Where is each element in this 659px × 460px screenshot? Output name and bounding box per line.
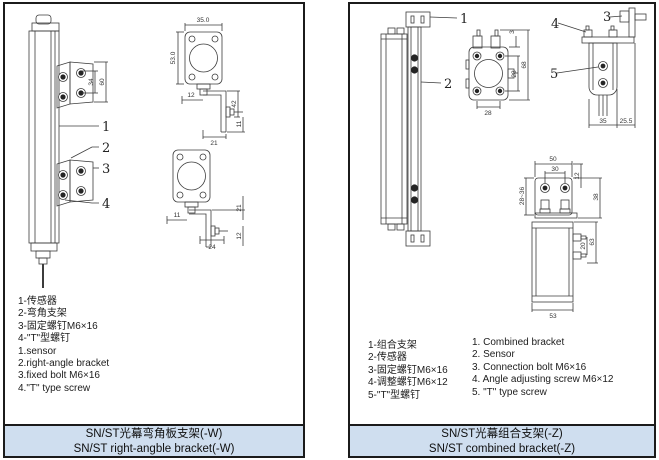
dim-20: 20 <box>580 242 587 250</box>
right-caption-bar: SN/ST光幕组合支架(-Z) SN/ST combined bracket(-… <box>350 424 654 456</box>
dim-11: 11 <box>236 120 243 127</box>
combined-bracket-side-view <box>581 7 647 116</box>
dim-42: 42 <box>231 100 238 108</box>
dim-b11: 11 <box>174 212 181 219</box>
sensor-bar <box>28 14 60 288</box>
mounted-view-dims <box>524 161 602 312</box>
dim-21: 21 <box>210 140 218 147</box>
part-label-3: 3 <box>102 162 110 177</box>
left-caption-en: SN/ST right-angble bracket(-W) <box>73 442 235 455</box>
dim-b12: 12 <box>236 232 243 240</box>
front-view-dims <box>476 29 530 109</box>
right-caption-cn: SN/ST光幕组合支架(-Z) <box>441 428 563 440</box>
lower-right-angle-bracket <box>56 159 94 207</box>
dim-38: 38 <box>593 193 600 201</box>
legend-line: 2-传感器 <box>368 352 407 364</box>
legend-line: 5-"T"型螺钉 <box>368 389 421 401</box>
legend-line: 1.sensor <box>18 345 57 357</box>
legend-line: 4-调整螺钉M6×12 <box>368 377 448 389</box>
legend-line: 1-组合支架 <box>368 340 417 351</box>
right-caption-en: SN/ST combined bracket(-Z) <box>428 442 576 455</box>
legend-line: 3-固定螺钉M6×16 <box>368 364 448 376</box>
part-label-3: 3 <box>603 10 611 25</box>
bracket-detail-bottom-dims <box>166 196 245 246</box>
legend-line: 3. Connection bolt M6×16 <box>472 361 587 373</box>
left-caption-cn: SN/ST光幕弯角板支架(-W) <box>85 428 223 440</box>
legend-line: 2.right-angle bracket <box>18 358 110 370</box>
legend-line: 3-固定螺钉M6×16 <box>18 320 98 332</box>
part-label-1: 1 <box>460 12 468 27</box>
combined-bracket-mounted-view <box>531 177 587 303</box>
combined-bracket-drawing: 1 2 <box>380 7 647 320</box>
dim-12: 12 <box>187 92 195 99</box>
bracket-detail-bottom <box>172 149 228 248</box>
dim-28-right: 28 <box>511 70 518 78</box>
dim-63: 63 <box>589 238 596 246</box>
dim-b24: 24 <box>208 244 216 251</box>
dim-35: 35 <box>599 118 607 125</box>
part-label-2: 2 <box>102 141 110 156</box>
legend-line: 1-传感器 <box>18 296 57 307</box>
left-caption-bar: SN/ST光幕弯角板支架(-W) SN/ST right-angble brac… <box>5 424 303 456</box>
dim-25.5: 25.5 <box>620 118 633 125</box>
sensor-assembly <box>380 11 431 247</box>
legend-line: 4-"T"型螺钉 <box>18 333 71 345</box>
dim-34: 34 <box>88 78 95 86</box>
legend-line: 1. Combined bracket <box>472 337 565 348</box>
legend-line: 4. Angle adjusting screw M6×12 <box>472 374 614 386</box>
dim-30: 30 <box>551 166 559 173</box>
bracket-detail-top <box>184 31 243 133</box>
assembly-leaders <box>420 16 458 84</box>
part-label-5: 5 <box>550 67 558 82</box>
right-legend-cn: 1-组合支架 2-传感器 3-固定螺钉M6×16 4-调整螺钉M6×12 5-"… <box>368 340 448 402</box>
left-legend: 1-传感器 2-弯角支架 3-固定螺钉M6×16 4-"T"型螺钉 1.sens… <box>18 296 109 395</box>
dim-3: 3 <box>509 30 516 34</box>
right-panel: 1 2 <box>348 2 656 458</box>
part-leaders <box>59 125 99 204</box>
right-legend-en: 1. Combined bracket 2. Sensor 3. Connect… <box>472 337 613 399</box>
right-angle-bracket-drawing: 34 60 1 2 3 4 <box>28 14 245 288</box>
dim-60: 60 <box>99 78 106 86</box>
bracket-detail-top-dims <box>176 23 245 139</box>
dim-50: 50 <box>549 156 557 163</box>
combined-bracket-front-view <box>465 29 518 101</box>
dim-53.0: 53.0 <box>170 51 177 64</box>
part-label-4: 4 <box>102 197 110 212</box>
legend-line: 2. Sensor <box>472 349 515 361</box>
legend-line: 4."T" type screw <box>18 382 91 394</box>
part-label-2: 2 <box>444 77 452 92</box>
dim-68: 68 <box>521 61 528 69</box>
legend-line: 2-弯角支架 <box>18 308 67 320</box>
part-label-4: 4 <box>551 17 559 32</box>
dim-28-bottom: 28 <box>484 110 492 117</box>
dim-53: 53 <box>549 313 557 320</box>
legend-line: 5. "T" type screw <box>472 386 547 398</box>
upper-bracket-dims <box>82 61 108 103</box>
side-view-leaders-dims <box>556 15 636 128</box>
dim-b21: 21 <box>236 204 243 212</box>
dim-28-36: 28~36 <box>519 186 526 205</box>
left-panel: 34 60 1 2 3 4 <box>3 2 305 458</box>
part-label-1: 1 <box>102 120 110 135</box>
dim-35.0: 35.0 <box>197 17 210 24</box>
dim-12: 12 <box>574 172 581 180</box>
legend-line: 3.fixed bolt M6×16 <box>18 370 100 382</box>
